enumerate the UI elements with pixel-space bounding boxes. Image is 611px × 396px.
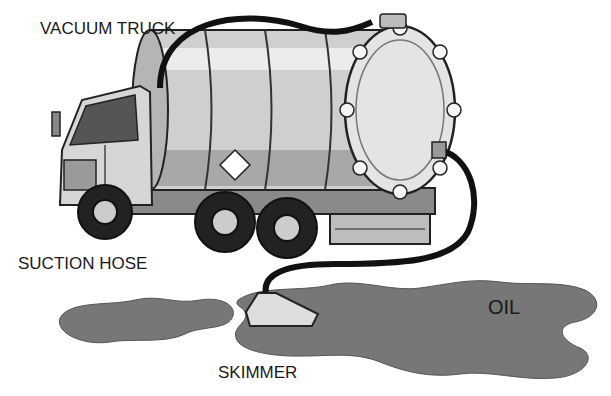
top-hose xyxy=(160,18,372,88)
oil-puddle xyxy=(59,298,233,343)
part-label: VACUUM TRUCK xyxy=(40,20,175,39)
placard xyxy=(220,150,250,180)
tank-rear-rim xyxy=(356,40,444,180)
mirror xyxy=(52,112,60,136)
suction-hose xyxy=(266,150,475,294)
windshield xyxy=(70,95,138,145)
step-tread xyxy=(335,228,425,230)
skimmer xyxy=(246,293,318,326)
wheels xyxy=(78,185,317,258)
hose-coupling xyxy=(432,142,446,158)
part-label: SKIMMER xyxy=(218,364,297,383)
dome-bolts xyxy=(340,21,461,199)
tank-band xyxy=(265,30,272,190)
part-label: SUCTION HOSE xyxy=(18,255,147,274)
grille xyxy=(64,160,96,190)
tank-rear-dome xyxy=(345,26,455,194)
tank-band xyxy=(205,30,212,190)
tank-band xyxy=(325,30,332,190)
part-label: OIL xyxy=(488,296,520,318)
top-hatch xyxy=(380,14,406,28)
rear-step xyxy=(330,214,430,244)
